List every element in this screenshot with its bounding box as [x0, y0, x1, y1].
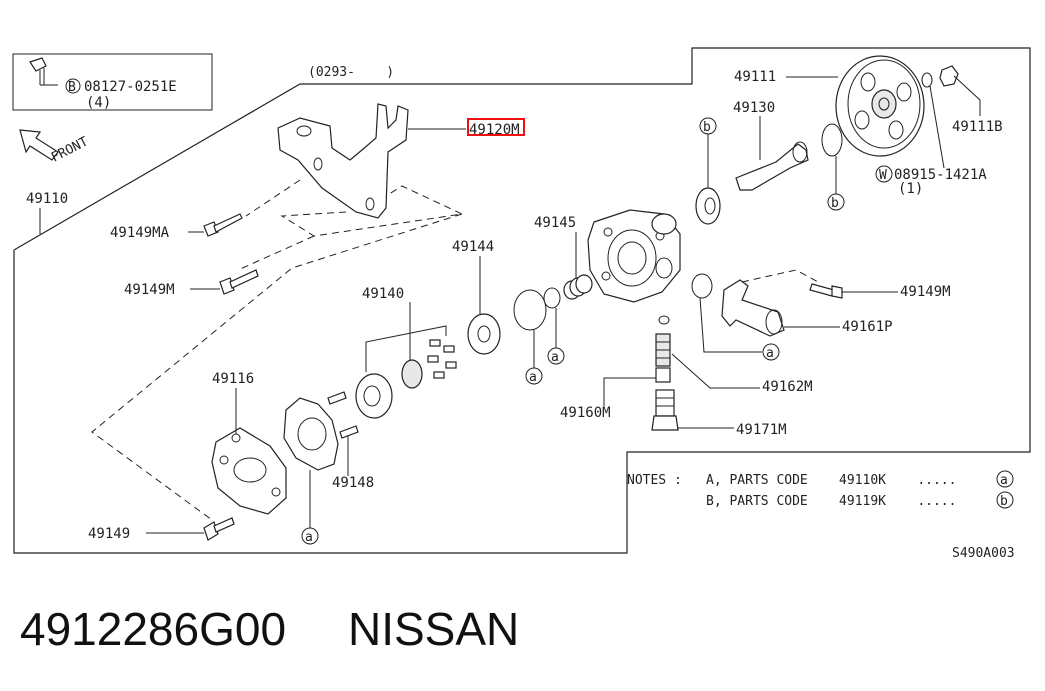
spring-49160M: [655, 367, 671, 383]
washer-quantity: (1): [898, 181, 923, 197]
body-o-ring: [691, 273, 713, 299]
pulley-49111: [835, 55, 925, 157]
label-49149M-right: 49149M: [900, 284, 951, 300]
shaft-seal: [695, 187, 721, 225]
diagram-code: S490A003: [952, 546, 1015, 561]
o-ring-large: [513, 289, 547, 331]
bolt-49149M-right: [809, 283, 843, 299]
svg-text:a: a: [529, 370, 537, 385]
bolt-note-box: [12, 53, 213, 111]
label-49144: 49144: [452, 239, 494, 255]
notes-title: NOTES :: [627, 473, 682, 488]
bolt-icon: [29, 57, 58, 86]
washer: [921, 72, 933, 88]
bolt-part-number: 08127-0251E: [84, 79, 177, 95]
spring-49145: [563, 274, 593, 300]
label-49111: 49111: [734, 69, 776, 85]
label-49149: 49149: [88, 526, 130, 542]
notes-symbol-b-circle: [996, 491, 1014, 509]
label-49149MA: 49149MA: [110, 225, 170, 241]
notes-symbol-a-circle: [996, 470, 1014, 488]
bolt-symbol: B: [68, 80, 76, 95]
plug-49171M: [651, 389, 679, 431]
label-49149M-left: 49149M: [124, 282, 175, 298]
callout-a-gasket: [301, 527, 319, 545]
label-49161P: 49161P: [842, 319, 893, 335]
snap-ring: [821, 123, 843, 157]
bolt-49149M-left: [219, 269, 259, 295]
svg-text:a: a: [766, 346, 774, 361]
label-49171M: 49171M: [736, 422, 787, 438]
vanes: [427, 339, 457, 379]
pump-body: [587, 209, 681, 303]
washer-symbol-circle: [875, 165, 893, 183]
label-49160M: 49160M: [560, 405, 611, 421]
svg-text:b: b: [831, 196, 839, 211]
callout-a-oring-2: [547, 347, 565, 365]
front-label: FRONT: [49, 134, 91, 165]
washer-part-number: 08915-1421A: [894, 167, 987, 183]
bolt-49149MA: [203, 213, 243, 237]
washer-symbol: W: [879, 168, 887, 183]
bolt-quantity: (4): [86, 95, 111, 111]
nut-49111B: [939, 65, 959, 87]
label-49162M: 49162M: [762, 379, 813, 395]
label-49111B: 49111B: [952, 119, 1003, 135]
callout-b-seal: [699, 117, 717, 135]
pins-49148: [327, 391, 359, 439]
label-49140: 49140: [362, 286, 404, 302]
svg-text:b: b: [703, 120, 711, 135]
range-note: (0293- ): [308, 65, 394, 80]
label-49148: 49148: [332, 475, 374, 491]
notes-symbol-b: b: [1000, 494, 1008, 509]
valve-49162M: [655, 333, 671, 367]
pressure-plate-49144: [467, 313, 501, 355]
bolt-symbol-circle: [65, 78, 81, 94]
bracket-49120M: [277, 103, 409, 219]
caption-brand: NISSAN: [348, 603, 519, 655]
fitting-49161P: [721, 279, 785, 337]
rotor: [401, 359, 423, 389]
notes-line-b: B, PARTS CODE 49119K .....: [706, 494, 956, 509]
callout-a-oring-1: [525, 367, 543, 385]
valve-o-ring: [658, 315, 670, 325]
label-49116: 49116: [212, 371, 254, 387]
callout-b-snap-ring: [827, 193, 845, 211]
svg-text:a: a: [551, 350, 559, 365]
notes-line-a: A, PARTS CODE 49110K .....: [706, 473, 956, 488]
caption-part-number: 4912286G00: [20, 603, 286, 655]
gasket: [283, 397, 339, 471]
label-49145: 49145: [534, 215, 576, 231]
front-arrow-icon: [19, 129, 59, 161]
cover-49116: [211, 427, 287, 515]
callout-a-fitting: [762, 343, 780, 361]
cam-ring: [355, 373, 393, 419]
highlight-box: [467, 118, 525, 136]
label-49130: 49130: [733, 100, 775, 116]
o-ring-small: [543, 287, 561, 309]
label-49110: 49110: [26, 191, 68, 207]
shaft-49130: [735, 141, 809, 191]
notes-symbol-a: a: [1000, 473, 1008, 488]
svg-text:a: a: [305, 530, 313, 545]
diagram-frame: [13, 47, 1031, 554]
bolt-49149: [203, 517, 235, 541]
